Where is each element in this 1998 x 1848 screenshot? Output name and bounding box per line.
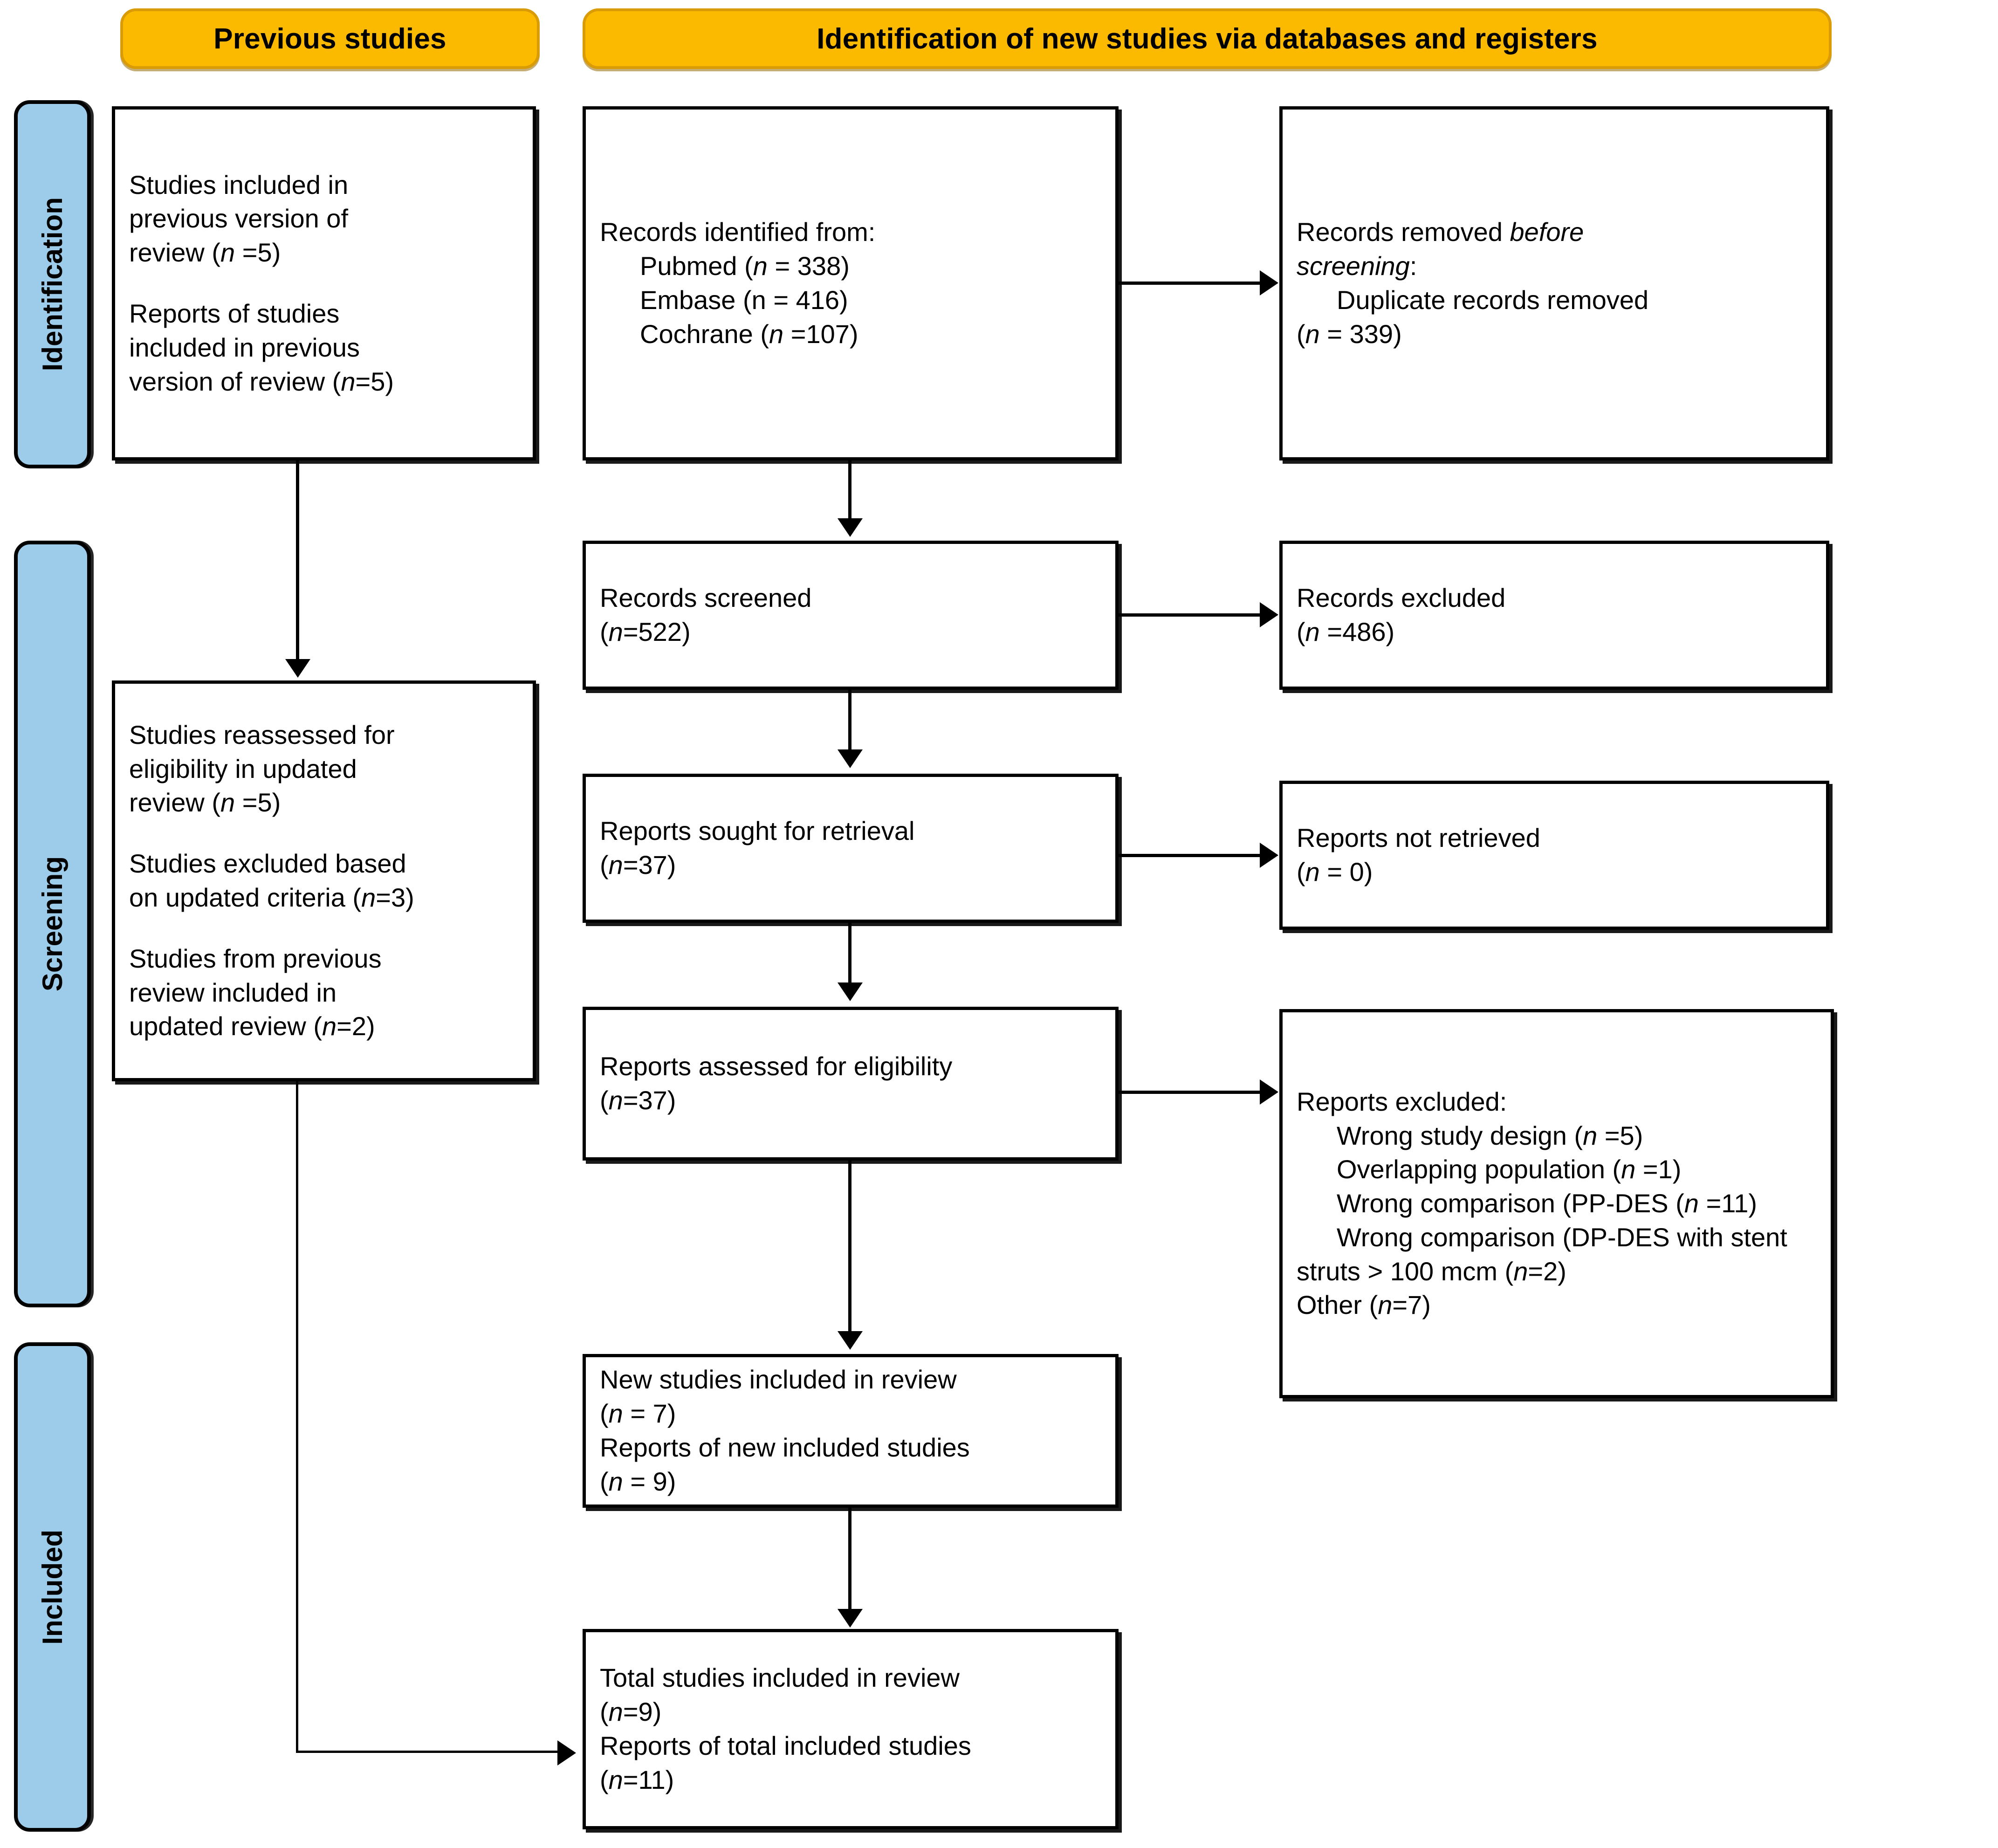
banner-previous-studies: Previous studies [120, 8, 540, 69]
text-line: (n=9) [600, 1697, 662, 1727]
text-line: (n = 0) [1297, 857, 1373, 886]
text-line: Wrong comparison (DP-DES with stent [1337, 1222, 1787, 1252]
arrowhead-assessed-to-new-included [838, 1331, 863, 1350]
text-line: Reports of studies [129, 299, 340, 328]
connector-previous-to-reassessed [296, 460, 299, 661]
arrowhead-reassessed-to-total [557, 1740, 576, 1766]
text-line: review (n =5) [129, 238, 281, 268]
box-studies-reassessed: Studies reassessed for eligibility in up… [112, 680, 536, 1081]
connector-identified-to-removed [1119, 282, 1261, 285]
banner-identification-new-studies: Identification of new studies via databa… [583, 8, 1832, 69]
text-line: (n=522) [600, 617, 691, 646]
text-line: Total studies included in review [600, 1663, 960, 1693]
text-line: updated review (n=2) [129, 1011, 375, 1041]
phase-label-identification: Identification [37, 197, 68, 371]
box-total-studies-included: Total studies included in review (n=9) R… [583, 1629, 1119, 1829]
text-line: struts > 100 mcm (n=2) [1297, 1256, 1566, 1286]
phase-bar-included: Included [14, 1342, 91, 1832]
text-line: Studies included in [129, 170, 349, 199]
connector-sought-to-assessed [848, 923, 851, 983]
text-line: Embase (n = 416) [640, 285, 848, 315]
text-line: (n=11) [600, 1765, 674, 1794]
box-studies-included-previous: Studies included in previous version of … [112, 106, 536, 460]
text-line: Duplicate records removed [1337, 285, 1649, 315]
text-line: Records removed before [1297, 217, 1584, 247]
text-line: Records identified from: [600, 217, 876, 247]
arrowhead-identified-to-screened [838, 518, 863, 537]
text-line: included in previous [129, 332, 360, 362]
text-line: on updated criteria (n=3) [129, 883, 414, 912]
text-line: Records screened [600, 583, 812, 613]
text-line: Reports of total included studies [600, 1731, 971, 1760]
connector-screened-to-excluded [1119, 613, 1261, 617]
text-line: Studies reassessed for [129, 720, 395, 749]
text-line: review (n =5) [129, 788, 281, 818]
connector-assessed-to-excluded [1119, 1091, 1261, 1094]
text-line: (n = 339) [1297, 319, 1402, 349]
box-reports-assessed-for-eligibility: Reports assessed for eligibility (n=37) [583, 1007, 1119, 1161]
text-line: version of review (n=5) [129, 366, 394, 396]
connector-reassessed-to-total-vertical [296, 1081, 298, 1752]
connector-new-to-total-included [848, 1508, 851, 1610]
text-line: Pubmed (n = 338) [640, 251, 850, 281]
text-line: Studies excluded based [129, 849, 406, 879]
text-line: review included in [129, 977, 337, 1007]
text-line: New studies included in review [600, 1365, 957, 1395]
text-line: Wrong comparison (PP-DES (n =11) [1337, 1188, 1758, 1218]
connector-reassessed-to-total-horizontal [296, 1751, 559, 1753]
text-line: previous version of [129, 204, 349, 234]
connector-identified-to-screened [848, 460, 851, 520]
text-line: Records excluded [1297, 583, 1506, 613]
box-records-identified: Records identified from: Pubmed (n = 338… [583, 106, 1119, 460]
box-reports-sought-for-retrieval: Reports sought for retrieval (n=37) [583, 774, 1119, 923]
text-line: Wrong study design (n =5) [1337, 1120, 1643, 1150]
box-records-screened: Records screened (n=522) [583, 541, 1119, 690]
text-line: Reports not retrieved [1297, 823, 1540, 853]
connector-screened-to-sought [848, 690, 851, 750]
phase-bar-screening: Screening [14, 541, 91, 1307]
text-line: (n = 7) [600, 1399, 676, 1429]
text-line: Reports excluded: [1297, 1086, 1507, 1116]
arrowhead-screened-to-sought [838, 749, 863, 768]
arrowhead-identified-to-removed [1260, 270, 1278, 295]
text-line: screening: [1297, 251, 1417, 281]
text-line: (n =486) [1297, 617, 1395, 646]
connector-sought-to-not-retrieved [1119, 854, 1261, 857]
arrowhead-sought-to-not-retrieved [1260, 843, 1278, 868]
text-line: Cochrane (n =107) [640, 319, 858, 349]
phase-label-included: Included [37, 1529, 68, 1645]
text-line: Other (n=7) [1297, 1290, 1431, 1320]
arrowhead-assessed-to-excluded [1260, 1079, 1278, 1105]
text-line: (n = 9) [600, 1466, 676, 1496]
arrowhead-screened-to-excluded [1260, 602, 1278, 627]
text-line: Reports assessed for eligibility [600, 1051, 953, 1081]
phase-label-screening: Screening [37, 856, 68, 992]
box-reports-excluded: Reports excluded: Wrong study design (n … [1279, 1009, 1834, 1398]
text-line: eligibility in updated [129, 754, 357, 783]
text-line: Reports of new included studies [600, 1433, 970, 1462]
connector-assessed-to-new-included [848, 1161, 851, 1333]
banner-identification-new-studies-label: Identification of new studies via databa… [817, 22, 1598, 55]
arrowhead-sought-to-assessed [838, 982, 863, 1001]
text-line: (n=37) [600, 1085, 676, 1115]
arrowhead-previous-to-reassessed [285, 659, 310, 678]
box-records-excluded: Records excluded (n =486) [1279, 541, 1829, 690]
box-new-studies-included: New studies included in review (n = 7) R… [583, 1354, 1119, 1508]
text-line: Overlapping population (n =1) [1337, 1154, 1682, 1184]
box-reports-not-retrieved: Reports not retrieved (n = 0) [1279, 781, 1829, 930]
text-line: Reports sought for retrieval [600, 816, 915, 846]
text-line: Studies from previous [129, 943, 382, 973]
banner-previous-studies-label: Previous studies [213, 22, 446, 55]
box-records-removed-before-screening: Records removed before screening: Duplic… [1279, 106, 1829, 460]
arrowhead-new-to-total-included [838, 1609, 863, 1628]
text-line: (n=37) [600, 850, 676, 879]
phase-bar-identification: Identification [14, 100, 91, 468]
